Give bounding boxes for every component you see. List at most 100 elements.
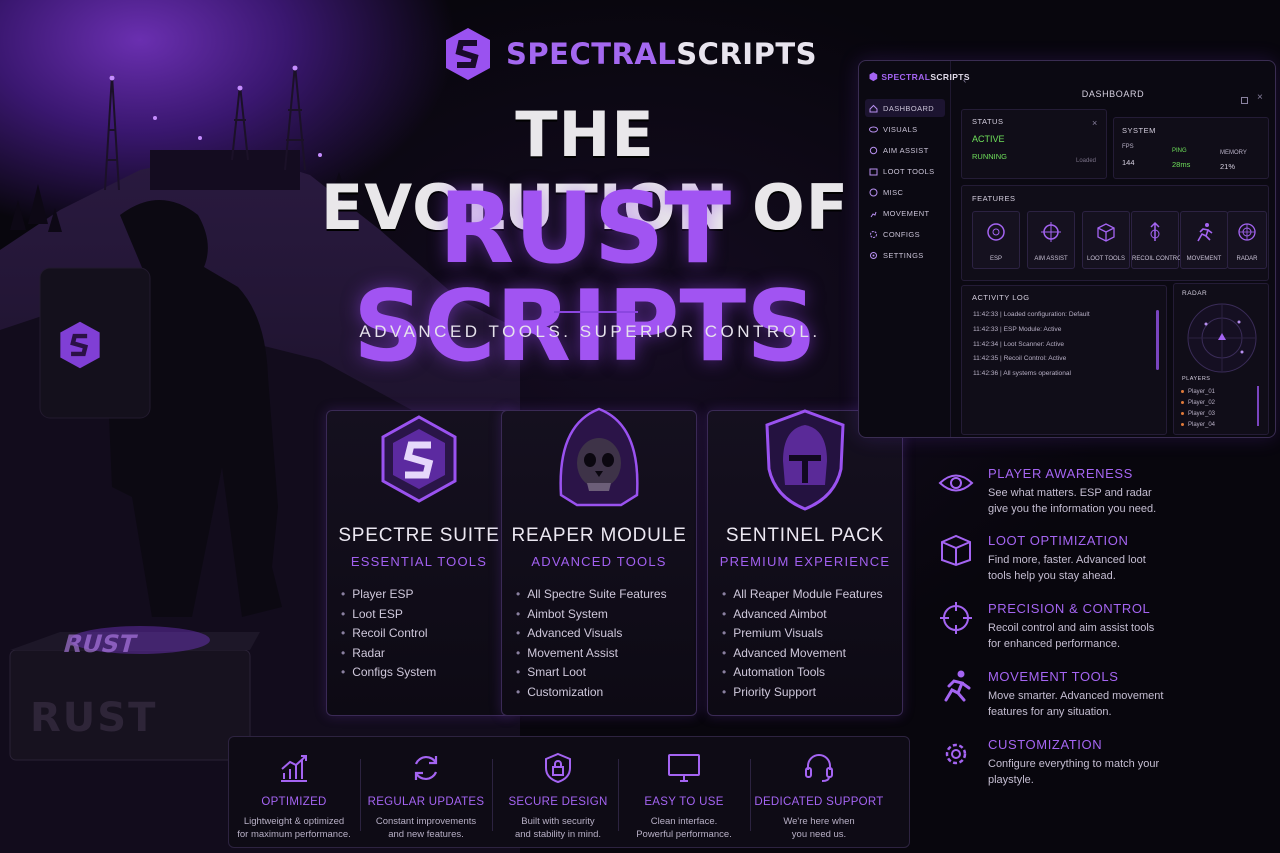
package-feature-list: Player ESP Loot ESP Recoil Control Radar… (341, 585, 436, 683)
ping-label: PING (1172, 148, 1187, 154)
benefit-loot-optimization: LOOT OPTIMIZATION Find more, faster. Adv… (936, 533, 1266, 599)
log-msg: Recoil Control: Active (1003, 355, 1067, 362)
nav-loot-tools[interactable]: LOOT TOOLS (865, 162, 945, 180)
dashboard-window: ⬢ SPECTRALSCRIPTS DASHBOARD VISUALS AIM … (858, 60, 1276, 438)
headset-icon (805, 754, 833, 782)
player-item[interactable]: Player_04 (1181, 422, 1215, 428)
package-card-sentinel[interactable]: SENTINEL PACK PREMIUM EXPERIENCE All Rea… (707, 409, 903, 716)
feature-desc-line: Constant improvements (375, 816, 477, 827)
feature-tile-aim-assist[interactable]: AIM ASSIST (1027, 211, 1075, 269)
nav-label: VISUALS (883, 124, 918, 134)
nav-dashboard[interactable]: DASHBOARD (865, 99, 945, 117)
players-label: PLAYERS (1182, 376, 1211, 382)
system-panel: SYSTEM FPS 144 PING 28ms MEMORY 21% (1113, 117, 1269, 179)
crate-front-text: RUST (30, 695, 158, 741)
activity-log-label: ACTIVITY LOG (972, 293, 1030, 302)
dashboard-brand-part-a: SPECTRAL (881, 72, 931, 82)
running-icon (944, 670, 971, 702)
dashboard-sidebar: ⬢ SPECTRALSCRIPTS DASHBOARD VISUALS AIM … (859, 61, 970, 437)
feature-desc-line: and new features. (388, 829, 464, 840)
feature-tile-loot-tools[interactable]: LOOT TOOLS (1082, 211, 1130, 269)
players-scrollbar[interactable] (1257, 386, 1259, 426)
log-entry: 11:42:35 | Recoil Control: Active (973, 355, 1067, 362)
nav-visuals[interactable]: VISUALS (865, 120, 945, 138)
nav-label: DASHBOARD (883, 103, 935, 113)
feature-tile-label: LOOT TOOLS (1086, 256, 1125, 262)
status-running: RUNNING (972, 152, 1007, 161)
nav-aim-assist[interactable]: AIM ASSIST (865, 141, 945, 159)
log-time: 11:42:35 (973, 355, 999, 362)
nav-movement[interactable]: MOVEMENT (865, 204, 945, 222)
player-item[interactable]: Player_02 (1181, 400, 1215, 406)
spectral-logo-icon (446, 28, 490, 80)
package-feature: Recoil Control (341, 624, 436, 644)
feature-title: EASY TO USE (644, 796, 724, 808)
brand-name: SPECTRALSCRIPTS (506, 37, 817, 71)
maximize-icon[interactable] (1241, 97, 1248, 104)
package-feature: Radar (341, 644, 436, 664)
player-item[interactable]: Player_01 (1181, 389, 1215, 395)
nav-label: MISC (883, 187, 904, 197)
benefit-movement-tools: MOVEMENT TOOLS Move smarter. Advanced mo… (936, 669, 1266, 735)
feature-desc-line: Powerful performance. (636, 829, 732, 840)
package-name: REAPER MODULE (511, 525, 687, 546)
feature-tile-label: RECOIL CONTROL (1132, 256, 1186, 262)
package-card-reaper[interactable]: REAPER MODULE ADVANCED TOOLS All Spectre… (501, 407, 697, 716)
status-panel: STATUS ACTIVE RUNNING Loaded × (961, 109, 1107, 179)
package-feature: Advanced Movement (722, 644, 883, 664)
feature-tile-recoil-control[interactable]: RECOIL CONTROL (1131, 211, 1186, 269)
package-feature: Smart Loot (516, 663, 667, 683)
nav-misc[interactable]: MISC (865, 183, 945, 201)
box-icon (941, 534, 971, 567)
headline-line2: RUST SCRIPTS (353, 172, 817, 384)
memory-value: 21% (1220, 162, 1236, 171)
radar-display (1187, 303, 1257, 373)
package-card-spectre[interactable]: SPECTRE SUITE ESSENTIAL TOOLS Player ESP… (326, 410, 512, 716)
crosshair-icon (869, 146, 878, 154)
benefit-title: LOOT OPTIMIZATION (988, 533, 1129, 548)
radar-sweep-icon (987, 223, 1005, 241)
recoil-icon (1150, 221, 1160, 241)
player-item[interactable]: Player_03 (1181, 411, 1215, 417)
box-icon (1097, 223, 1115, 242)
close-icon[interactable]: × (1257, 92, 1263, 103)
status-close-icon[interactable]: × (1092, 118, 1098, 128)
feature-title: REGULAR UPDATES (367, 796, 485, 808)
log-time: 11:42:33 (973, 311, 999, 318)
log-time: 11:42:33 (973, 326, 999, 333)
feature-tile-radar[interactable]: RADAR (1227, 211, 1267, 269)
crosshair-icon (940, 602, 972, 634)
feature-tile-label: ESP (989, 256, 1002, 262)
feature-desc: Constant improvements and new features. (361, 815, 491, 841)
feature-title: SECURE DESIGN (508, 796, 608, 808)
spectre-emblem-icon (381, 415, 457, 503)
eye-icon (869, 126, 878, 132)
benefit-desc: Configure everything to match your plays… (988, 758, 1160, 786)
feature-regular-updates: REGULAR UPDATES Constant improvements and… (361, 737, 491, 849)
back-chevron-icon[interactable]: ‹ (963, 75, 967, 86)
benefit-desc: See what matters. ESP and radar give you… (988, 487, 1157, 515)
package-feature: Movement Assist (516, 644, 667, 664)
log-scrollbar[interactable] (1156, 310, 1159, 370)
tagline: ADVANCED TOOLS. SUPERIOR CONTROL. (359, 322, 821, 341)
reaper-skull-icon (559, 407, 639, 507)
package-feature: Advanced Visuals (516, 624, 667, 644)
benefit-desc: Find more, faster. Advanced loot tools h… (988, 554, 1146, 582)
package-feature: Advanced Aimbot (722, 605, 883, 625)
brand-name-part-b: SCRIPTS (676, 37, 817, 71)
nav-settings[interactable]: SETTINGS (865, 246, 945, 264)
monitor-icon (668, 754, 700, 782)
feature-tile-esp[interactable]: ESP (972, 211, 1020, 269)
benefit-title: MOVEMENT TOOLS (988, 669, 1119, 684)
feature-title: DEDICATED SUPPORT (754, 796, 884, 808)
package-feature-list: All Spectre Suite Features Aimbot System… (516, 585, 667, 703)
nav-configs[interactable]: CONFIGS (865, 225, 945, 243)
brand-name-part-a: SPECTRAL (506, 37, 677, 71)
brand: SPECTRALSCRIPTS (444, 26, 817, 82)
feature-tile-movement[interactable]: MOVEMENT (1180, 211, 1228, 269)
sentinel-helmet-icon (765, 409, 845, 511)
